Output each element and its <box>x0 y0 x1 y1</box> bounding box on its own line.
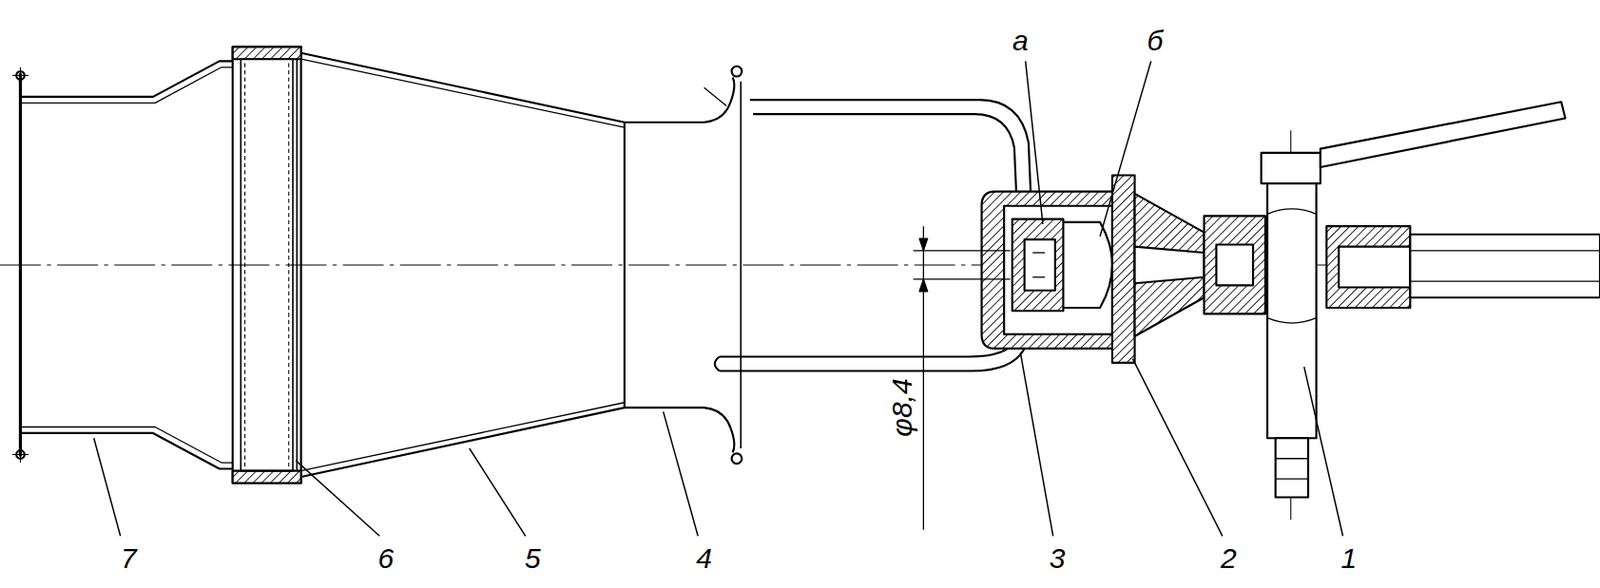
callout-number: 4 <box>695 544 713 574</box>
callout-number: 3 <box>1049 544 1066 574</box>
callout-number: 2 <box>1220 544 1237 574</box>
callout-number: 7 <box>120 544 137 574</box>
callout-number: 5 <box>524 544 541 574</box>
grid-ring <box>232 46 302 483</box>
callout-number: 6 <box>377 544 394 574</box>
union-nut <box>1112 175 1266 364</box>
gas-valve <box>1261 101 1600 498</box>
nozzle-housing <box>982 192 1119 349</box>
dimension-label: φ8,4 <box>887 378 917 437</box>
section-letter: а <box>1012 26 1029 56</box>
callout-number: 1 <box>1341 544 1358 574</box>
outlet-nozzle <box>12 60 233 469</box>
section-letter: б <box>1147 26 1164 56</box>
leader-lines <box>94 60 1344 537</box>
mixer-tube <box>624 66 742 464</box>
diffuser-cone <box>301 53 625 478</box>
dimension-lines <box>913 226 1011 531</box>
